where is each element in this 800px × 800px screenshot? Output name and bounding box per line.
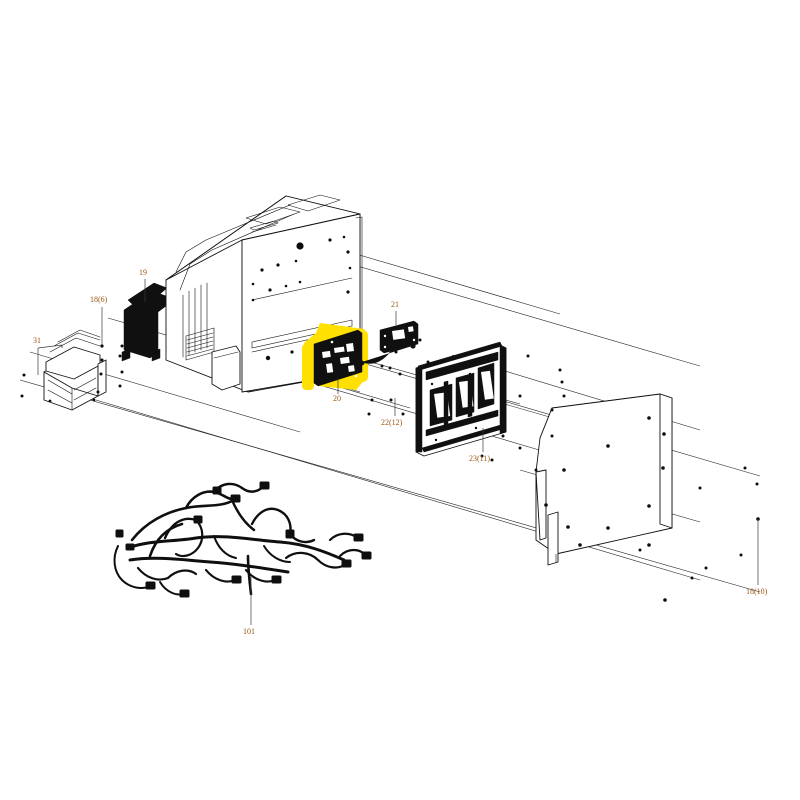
callout-18-10[interactable]: 18(10) (746, 587, 768, 596)
callout-labels: 31 18(6) 19 21 20 22(12) 23(11) 18(10) 1… (33, 268, 768, 636)
callout-18-6[interactable]: 18(6) (90, 295, 108, 304)
callout-21[interactable]: 21 (391, 300, 399, 309)
part-rear-cover-panel[interactable] (535, 393, 673, 602)
part-small-interface-bracket[interactable] (379, 320, 419, 354)
part-corner-bracket-left[interactable] (43, 329, 107, 411)
callout-23-11[interactable]: 23(11) (469, 454, 490, 463)
callout-19[interactable]: 19 (139, 268, 147, 277)
part-internal-frame-plate[interactable] (415, 341, 507, 457)
part-main-control-pcb[interactable] (313, 329, 416, 387)
callout-leaders (37, 279, 759, 625)
callout-20[interactable]: 20 (333, 394, 341, 403)
part-wiring-harness[interactable] (113, 481, 372, 598)
callout-22-12[interactable]: 22(12) (381, 418, 403, 427)
part-side-mount-bracket[interactable] (121, 282, 168, 362)
fastener-scatter-group (20, 338, 760, 580)
callout-31[interactable]: 31 (33, 336, 41, 345)
callout-101[interactable]: 101 (243, 627, 255, 636)
